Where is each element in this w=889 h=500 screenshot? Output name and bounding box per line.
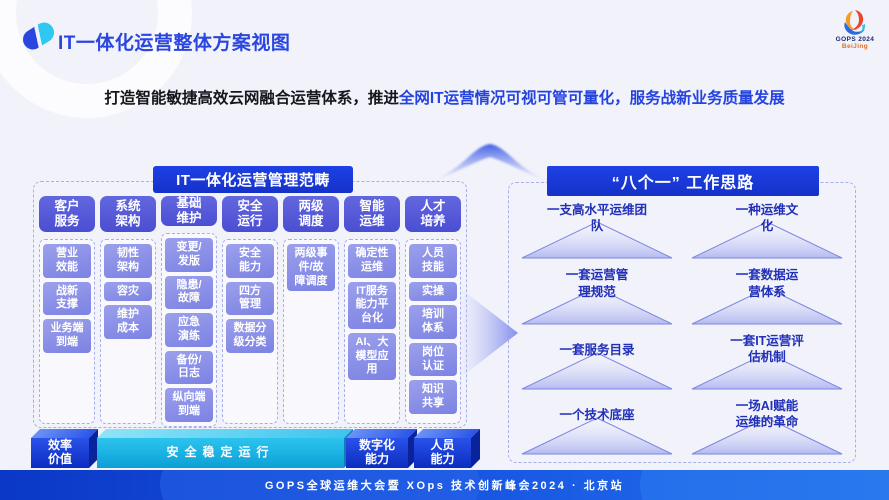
capability-cell: 两级事 件/故 障调度 (287, 244, 335, 292)
strategy-cell: 一支高水平运维团 队 (517, 199, 677, 261)
bottom-box-efficiency-value: 效率 价值 (31, 429, 98, 468)
triangle-icon (521, 352, 673, 390)
triangle-icon (691, 286, 843, 324)
capability-cell: 人员 技能 (409, 244, 457, 278)
capability-cell: 容灾 (104, 281, 152, 302)
capability-cell: AI、大 模型应 用 (348, 332, 396, 380)
triangle-icon (521, 221, 673, 259)
strategy-cell: 一套数据运 营体系 (687, 264, 847, 326)
bottom-box-digital-capability: 数字化 能力 (346, 429, 417, 468)
column-body: 人员 技能 实操 培训 体系 岗位 认证 知识 共享 (405, 239, 461, 424)
capability-cell: 四方 管理 (226, 281, 274, 315)
triangle-icon (521, 417, 673, 455)
capability-cell: 变更/ 发版 (165, 238, 213, 272)
strategy-cell: 一套运营管 理规范 (517, 264, 677, 326)
capability-cell: 维护 成本 (104, 305, 152, 339)
box-top-face (97, 429, 353, 438)
triangle-icon (521, 286, 673, 324)
strategy-cell: 一套服务目录 (517, 330, 677, 392)
column-header: 客户 服务 (39, 196, 95, 232)
box-top-face (414, 429, 480, 438)
strategy-label: 一种运维文 化 (735, 203, 799, 234)
capability-cell: 战新 支撑 (43, 281, 91, 315)
column-header: 两级 调度 (283, 196, 339, 232)
page-title: IT一体化运营整体方案视图 (58, 33, 291, 54)
footer-decoration (160, 470, 480, 500)
strategy-label: 一场AI赋能 运维的革命 (735, 398, 799, 429)
strategy-label: 一个技术底座 (559, 407, 635, 422)
triangle-icon (691, 221, 843, 259)
box-top-face (346, 429, 417, 438)
triangle-icon (691, 417, 843, 455)
column-secure-operation: 安全 运行 安全 能力 四方 管理 数据分 级分类 (222, 196, 278, 424)
capability-cell: 应急 演练 (165, 313, 213, 347)
box-label: 效率 价值 (31, 438, 89, 468)
strategy-cell: 一个技术底座 (517, 395, 677, 457)
strategy-label: 一套运营管 理规范 (565, 268, 629, 299)
column-body: 两级事 件/故 障调度 (283, 239, 339, 424)
capability-cell: 韧性 架构 (104, 244, 152, 278)
right-arrow-icon (460, 288, 518, 378)
capability-cell: 数据分 级分类 (226, 319, 274, 353)
strategy-cell: 一种运维文 化 (687, 199, 847, 261)
capability-cell: 确定性 运维 (348, 244, 396, 278)
capability-cell: 业务端 到端 (43, 319, 91, 353)
column-body: 确定性 运维 IT服务 能力平 台化 AI、大 模型应 用 (344, 239, 400, 424)
column-header: 智能 运维 (344, 196, 400, 232)
event-logo-name: GOPS 2024 (835, 36, 875, 43)
footer-text: GOPS全球运维大会暨 XOps 技术创新峰会2024 · 北京站 (264, 480, 625, 492)
footer-decoration (640, 470, 889, 500)
column-intelligent-ops: 智能 运维 确定性 运维 IT服务 能力平 台化 AI、大 模型应 用 (344, 196, 400, 424)
capability-cell: 岗位 认证 (409, 342, 457, 377)
box-label: 数字化 能力 (346, 438, 408, 468)
column-system-architecture: 系统 架构 韧性 架构 容灾 维护 成本 (100, 196, 156, 424)
capability-cell: 知识 共享 (409, 380, 457, 414)
right-section-title: “八个一” 工作思路 (547, 166, 819, 196)
triangle-icon (691, 352, 843, 390)
strategy-label: 一支高水平运维团 队 (546, 203, 647, 234)
footer-bar: GOPS全球运维大会暨 XOps 技术创新峰会2024 · 北京站 (0, 470, 889, 500)
column-body: 韧性 架构 容灾 维护 成本 (100, 239, 156, 424)
column-body: 安全 能力 四方 管理 数据分 级分类 (222, 239, 278, 424)
capability-cell: 实操 (409, 281, 457, 302)
column-customer-service: 客户 服务 营业 效能 战新 支撑 业务端 到端 (39, 196, 95, 424)
capability-cell: 安全 能力 (226, 244, 274, 278)
subtitle-highlight: 全网IT运营情况可视可管可量化，服务战新业务质量发展 (398, 90, 785, 107)
bottom-box-safe-stable-operation: 安全稳定运行 (97, 429, 353, 468)
capability-cell: 营业 效能 (43, 244, 91, 278)
subtitle: 打造智能敏捷高效云网融合运营体系，推进全网IT运营情况可视可管可量化，服务战新业… (0, 86, 889, 108)
box-label: 安全稳定运行 (97, 438, 344, 468)
column-header: 人才 培养 (405, 196, 461, 232)
column-basic-maintenance: 基础 维护 变更/ 发版 隐患/ 故障 应急 演练 备份/ 日志 纵向端 到端 (161, 196, 217, 427)
capability-cell: 隐患/ 故障 (165, 275, 213, 309)
box-top-face (31, 429, 98, 438)
capability-columns: 客户 服务 营业 效能 战新 支撑 业务端 到端 系统 架构 韧性 架构 容灾 … (39, 196, 461, 427)
column-body: 变更/ 发版 隐患/ 故障 应急 演练 备份/ 日志 纵向端 到端 (161, 233, 217, 427)
column-body: 营业 效能 战新 支撑 业务端 到端 (39, 239, 95, 424)
left-section-title: IT一体化运营管理范畴 (153, 166, 353, 193)
column-header: 安全 运行 (222, 196, 278, 232)
up-arrow-icon (405, 144, 575, 187)
event-logo: GOPS 2024 BeiJing (824, 8, 886, 50)
capability-cell: 纵向端 到端 (165, 388, 213, 422)
strategy-label: 一套IT运营评 估机制 (730, 333, 804, 364)
gops-emblem-icon (844, 10, 866, 35)
column-two-level-dispatch: 两级 调度 两级事 件/故 障调度 (283, 196, 339, 424)
strategy-cell: 一套IT运营评 估机制 (687, 330, 847, 392)
column-talent-development: 人才 培养 人员 技能 实操 培训 体系 岗位 认证 知识 共享 (405, 196, 461, 424)
column-header: 系统 架构 (100, 196, 156, 232)
capability-cell: 培训 体系 (409, 305, 457, 339)
subtitle-prefix: 打造智能敏捷高效云网融合运营体系，推进 (104, 90, 399, 107)
capability-cell: 备份/ 日志 (165, 350, 213, 384)
strategy-grid: 一支高水平运维团 队 一种运维文 化 一套运营管 理规范 一套数据运 营体系 (517, 199, 847, 457)
strategy-label: 一套数据运 营体系 (735, 268, 799, 299)
bottom-box-people-capability: 人员 能力 (414, 429, 480, 468)
box-label: 人员 能力 (414, 438, 471, 468)
capability-cell: IT服务 能力平 台化 (348, 281, 396, 329)
strategy-label: 一套服务目录 (559, 342, 635, 357)
column-header: 基础 维护 (161, 196, 217, 226)
box-right-face (471, 429, 480, 468)
strategy-cell: 一场AI赋能 运维的革命 (687, 395, 847, 457)
event-logo-city: BeiJing (841, 43, 869, 50)
